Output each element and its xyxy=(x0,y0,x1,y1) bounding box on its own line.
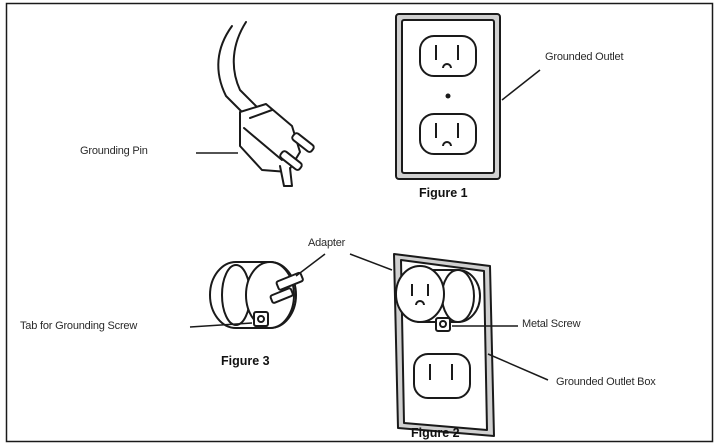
label-tab-for-grounding-screw: Tab for Grounding Screw xyxy=(20,320,138,332)
diagram-frame xyxy=(5,2,714,443)
figure-2-caption: Figure 2 xyxy=(411,426,460,440)
figure-2-outlet-box xyxy=(393,253,495,437)
label-grounded-outlet-box: Grounded Outlet Box xyxy=(556,376,656,388)
plug-illustration xyxy=(217,21,315,187)
leader-outlet-box xyxy=(487,353,549,381)
leader-adapter-left xyxy=(295,253,326,277)
label-adapter: Adapter xyxy=(308,237,346,249)
figure-1-caption: Figure 1 xyxy=(419,186,468,200)
label-metal-screw: Metal Screw xyxy=(522,318,581,330)
figure-1-outlet xyxy=(395,13,501,180)
leader-adapter-right xyxy=(349,253,393,271)
leader-tab xyxy=(189,322,253,328)
label-grounding-pin: Grounding Pin xyxy=(80,145,148,157)
figure-3-caption: Figure 3 xyxy=(221,354,270,368)
figure-3-adapter xyxy=(209,261,304,329)
leader-grounded-outlet xyxy=(501,69,541,101)
label-grounded-outlet: Grounded Outlet xyxy=(545,51,624,63)
